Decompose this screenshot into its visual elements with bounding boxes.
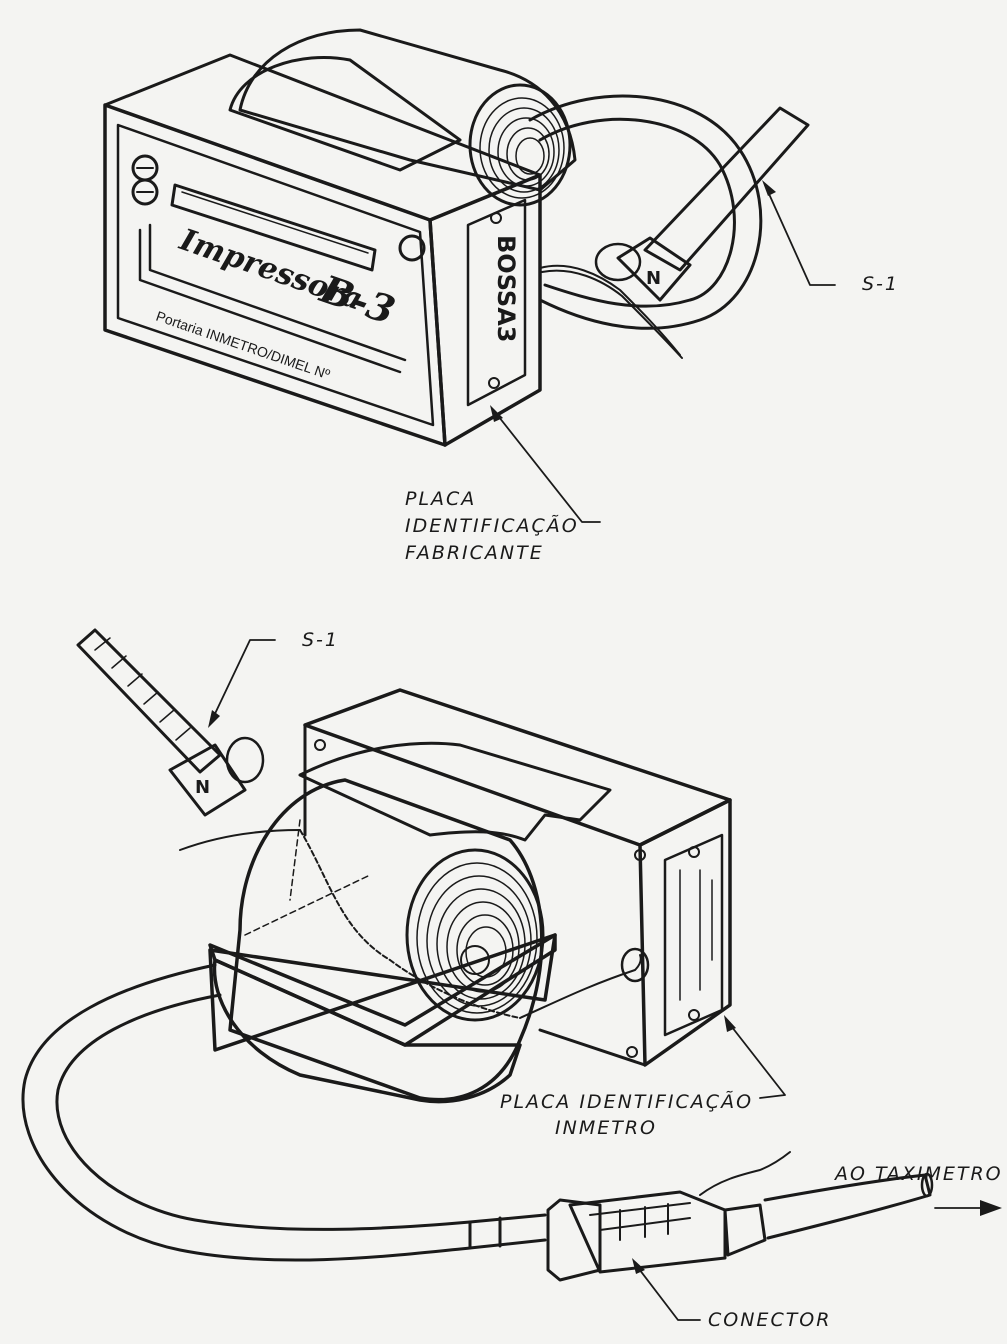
taximetro-cable xyxy=(763,1173,932,1240)
s1-top-label: S-1 xyxy=(862,273,899,295)
ao-taximetro-label: AO TAXIMETRO xyxy=(833,1163,1003,1185)
connector-body xyxy=(568,1190,727,1274)
bottom-roll-body xyxy=(228,778,544,1102)
bottom-roll-end xyxy=(405,848,545,1022)
bottom-seal-head xyxy=(168,743,247,817)
placa-fabricante-leader xyxy=(494,411,601,523)
top-seal-head xyxy=(616,236,692,302)
bottom-cable-inner xyxy=(55,993,547,1231)
top-seal-s1: N xyxy=(539,106,810,359)
top-box-front-bevel xyxy=(116,123,435,427)
portaria-text: Portaria INMETRO/DIMEL Nº xyxy=(154,308,332,383)
conector-label: CONECTOR xyxy=(708,1309,831,1331)
placa-fabricante-line3: FABRICANTE xyxy=(405,542,544,564)
top-roll-end xyxy=(468,83,572,207)
inmetro-plate xyxy=(663,833,724,1037)
s1-bottom-leader xyxy=(211,639,276,721)
connector-right-part xyxy=(723,1203,767,1257)
placa-inmetro-line2: INMETRO xyxy=(555,1117,657,1139)
s1-top-leader xyxy=(764,184,836,286)
top-seal-loop xyxy=(594,242,642,282)
bottom-tray-front xyxy=(212,958,522,1104)
top-paper-exit xyxy=(228,55,462,172)
top-paper-slot xyxy=(170,183,377,272)
connector xyxy=(468,1151,934,1282)
top-seal-wire xyxy=(539,264,681,356)
placa-fabricante-line2: IDENTIFICAÇÃO xyxy=(405,514,579,537)
bottom-tray xyxy=(208,933,557,1052)
top-cable-loop-inner xyxy=(538,117,736,308)
top-roll-spiral xyxy=(479,97,565,199)
bottom-seal-strap xyxy=(76,628,222,774)
top-box-top-face xyxy=(103,53,542,222)
placa-inmetro-line1: PLACA IDENTIFICAÇÃO xyxy=(500,1090,753,1113)
top-box-side xyxy=(428,173,542,447)
bottom-seal-loop xyxy=(225,736,265,784)
top-cable-loop-outer xyxy=(528,94,763,330)
bottom-cable-outer xyxy=(21,963,547,1262)
bottom-printer: N S-1 PLACA IDENTIFICAÇÃO INMETRO AO TAX… xyxy=(21,628,1003,1331)
model-text: B-3 xyxy=(314,266,401,333)
bottom-seal-wire-path xyxy=(299,829,521,1019)
placa-inmetro-leader xyxy=(727,1021,786,1099)
s1-bottom-label: S-1 xyxy=(302,629,339,651)
bottom-box-side xyxy=(638,798,732,1067)
conector-leader xyxy=(635,1264,701,1321)
top-knob-icon xyxy=(398,234,426,262)
placa-fabricante-line1: PLACA xyxy=(405,488,476,510)
bottom-seal-s1: N xyxy=(76,628,265,817)
side-plate-text: BOSSA3 xyxy=(492,235,520,342)
bottom-box-top xyxy=(303,688,732,847)
logo-icon xyxy=(131,154,159,206)
manufacturer-plate xyxy=(466,198,527,407)
svg-text:N: N xyxy=(195,777,210,798)
top-seal-strap xyxy=(643,106,810,272)
top-printer: Impressora B-3 Portaria INMETRO/DIMEL Nº… xyxy=(103,28,899,564)
connector-seal-wire xyxy=(699,1151,791,1196)
svg-text:N: N xyxy=(646,268,661,289)
bottom-paper-tongue xyxy=(298,741,612,842)
